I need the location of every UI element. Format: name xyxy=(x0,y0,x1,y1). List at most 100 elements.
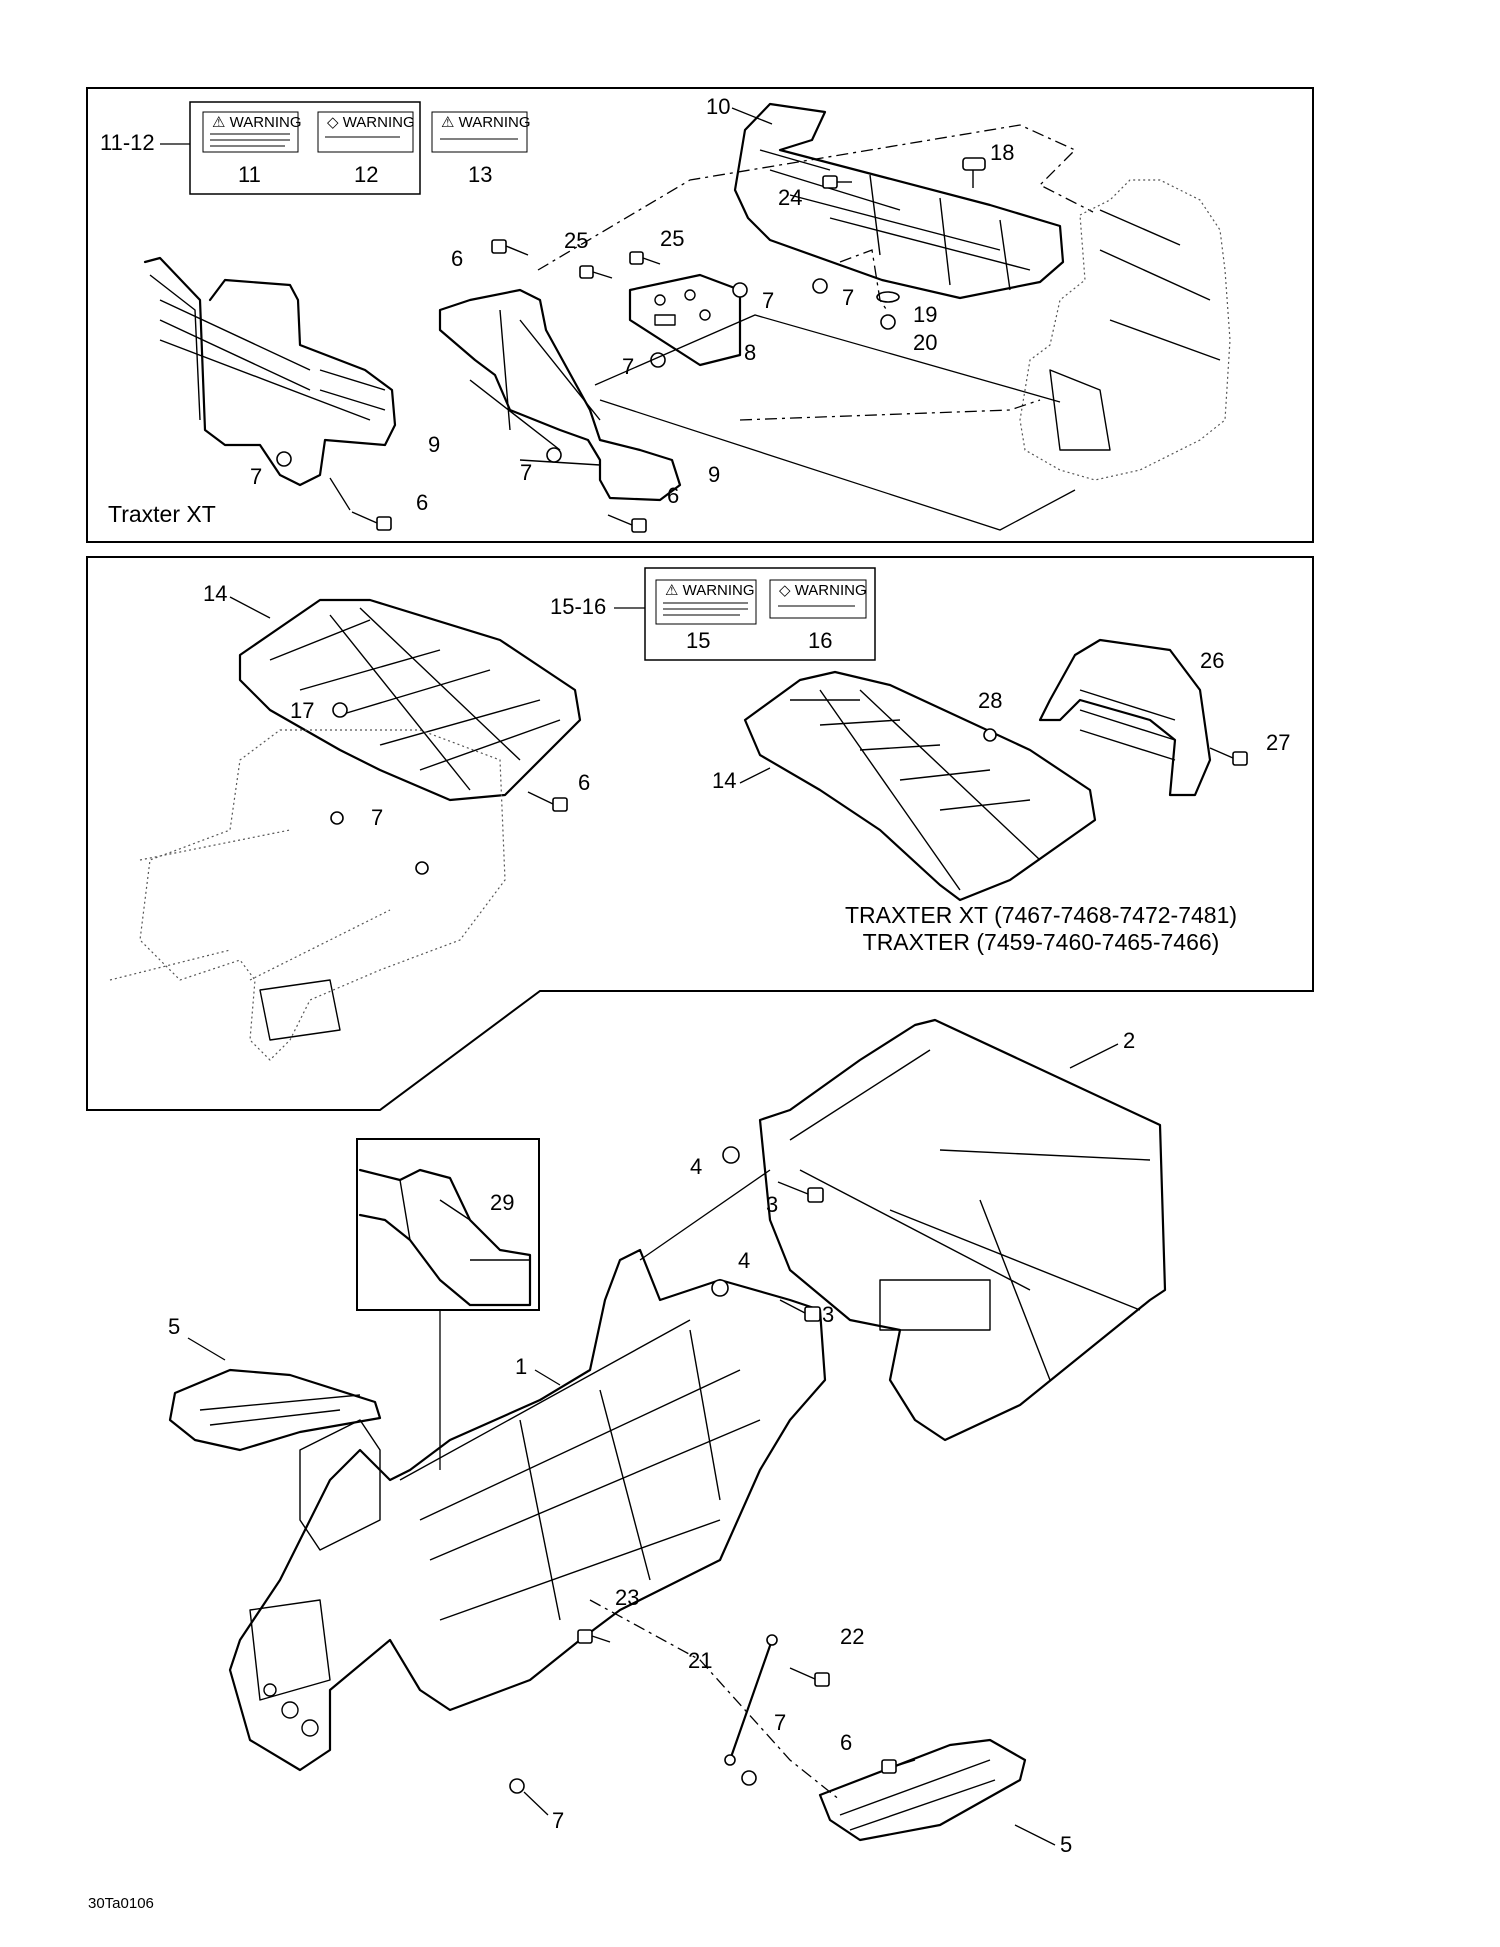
part-10-rear-rack xyxy=(733,102,1065,300)
callout-12: 12 xyxy=(354,162,378,187)
part-6-bolt-a xyxy=(351,511,392,531)
leader-1 xyxy=(534,1369,561,1386)
figure-code: 30Ta0106 xyxy=(88,1895,154,1912)
callout-5-a: 5 xyxy=(168,1314,180,1339)
part-7-nut-bot-a xyxy=(741,1770,757,1786)
callout-16: 16 xyxy=(808,628,832,653)
callout-22: 22 xyxy=(840,1624,864,1649)
part-7-nut-mid-a xyxy=(330,811,344,825)
warning-label-16: ◇ WARNING xyxy=(769,579,867,619)
middle-panel: ⚠ WARNING ◇ WARNING xyxy=(86,556,1314,1111)
part-25-bolt-a xyxy=(579,265,613,279)
part-7-nut-a xyxy=(812,278,828,294)
part-7-nut-d xyxy=(732,282,748,298)
callout-29: 29 xyxy=(490,1190,514,1215)
callout-14-b: 14 xyxy=(712,768,736,793)
top-panel: ⚠ WARNING ◇ WARNING ⚠ WARNING xyxy=(86,87,1314,543)
part-4-nut-b xyxy=(711,1279,729,1297)
callout-7-bot-b: 7 xyxy=(552,1808,564,1833)
svg-text:◇ WARNING: ◇ WARNING xyxy=(327,114,415,131)
callout-24: 24 xyxy=(778,185,802,210)
part-8-bracket xyxy=(628,273,742,367)
callout-6-top-c: 6 xyxy=(667,483,679,508)
callout-25-b: 25 xyxy=(660,226,684,251)
part-5-footrest-right xyxy=(818,1738,1027,1842)
callout-23: 23 xyxy=(615,1585,639,1610)
top-panel-frame xyxy=(86,87,1314,543)
part-9-front-bumper-left xyxy=(143,256,397,487)
callout-15: 15 xyxy=(686,628,710,653)
callout-8: 8 xyxy=(744,340,756,365)
callout-25-a: 25 xyxy=(564,228,588,253)
callout-9-a: 9 xyxy=(428,432,440,457)
part-6-bolt-b xyxy=(607,514,647,533)
callout-4-b: 4 xyxy=(738,1248,750,1273)
part-4-nut-a xyxy=(722,1146,740,1164)
inset-29 xyxy=(356,1138,540,1470)
leader-14-b xyxy=(739,767,771,784)
part-6-bolt-c xyxy=(491,239,529,256)
callout-1: 1 xyxy=(515,1354,527,1379)
callout-17: 17 xyxy=(290,698,314,723)
callout-15-16: 15-16 xyxy=(550,594,606,619)
part-21-rod xyxy=(724,1634,778,1766)
frame-front-fragment xyxy=(1019,179,1231,481)
part-3-bolt-a xyxy=(777,1181,824,1203)
leader-6-a xyxy=(329,477,351,511)
part-19-washer xyxy=(876,291,900,303)
callout-28: 28 xyxy=(978,688,1002,713)
callout-2: 2 xyxy=(1123,1028,1135,1053)
callout-3-a: 3 xyxy=(766,1192,778,1217)
leader-5-a xyxy=(187,1337,226,1361)
part-7-nut-bot-b xyxy=(509,1778,525,1794)
part-14-rack-left xyxy=(238,598,582,802)
part-17-nut xyxy=(332,702,348,718)
part-2-rear-frame xyxy=(758,1018,1167,1442)
callout-6-top-b: 6 xyxy=(416,490,428,515)
svg-text:⚠ WARNING: ⚠ WARNING xyxy=(441,114,531,131)
warning-label-11: ⚠ WARNING xyxy=(202,111,302,153)
leader-10 xyxy=(731,107,773,125)
callout-6-bot: 6 xyxy=(840,1730,852,1755)
middle-panel-frame xyxy=(86,556,1314,1111)
callout-3-b: 3 xyxy=(822,1302,834,1327)
callout-9-b: 9 xyxy=(708,462,720,487)
middle-caption-line1: TRAXTER XT (7467-7468-7472-7481) xyxy=(845,902,1237,928)
assembly-line-rear-frame xyxy=(639,1169,771,1261)
part-18-bolt xyxy=(962,157,986,188)
part-24-screw xyxy=(822,175,852,189)
bottom-assembly: 2 29 4 3 4 3 5 1 23 22 21 7 6 7 5 xyxy=(168,1018,1167,1857)
part-7-nut-mid-b xyxy=(415,861,429,875)
callout-7-top-d: 7 xyxy=(250,464,262,489)
part-14-rack-right xyxy=(743,670,1097,902)
callout-7-top-a: 7 xyxy=(842,285,854,310)
assembly-line-lower xyxy=(599,399,1076,531)
top-panel-caption: Traxter XT xyxy=(108,501,216,527)
assembly-line-rear xyxy=(537,124,1094,271)
part-25-bolt-b xyxy=(629,251,661,265)
callout-11: 11 xyxy=(238,162,261,187)
callout-27: 27 xyxy=(1266,730,1290,755)
callout-21: 21 xyxy=(688,1648,712,1673)
middle-caption-line2: TRAXTER (7459-7460-7465-7466) xyxy=(863,929,1220,955)
leader-5-b xyxy=(1014,1824,1056,1846)
callout-20: 20 xyxy=(913,330,937,355)
svg-text:⚠ WARNING: ⚠ WARNING xyxy=(212,114,302,131)
callout-5-b: 5 xyxy=(1060,1832,1072,1857)
callout-7-top-e: 7 xyxy=(520,460,532,485)
assembly-line-footrest xyxy=(589,1599,841,1801)
part-23-bolt xyxy=(577,1629,611,1644)
part-26-rear-bumper xyxy=(1038,638,1212,797)
callout-14-a: 14 xyxy=(203,581,227,606)
callout-26: 26 xyxy=(1200,648,1224,673)
part-5-footrest-left xyxy=(168,1368,382,1452)
callout-19: 19 xyxy=(913,302,937,327)
callout-7-bot-a: 7 xyxy=(774,1710,786,1735)
leader-14-a xyxy=(229,596,271,619)
callout-7-top-c: 7 xyxy=(622,354,634,379)
leader-7-bot-b xyxy=(523,1791,549,1816)
warning-label-13: ⚠ WARNING xyxy=(431,111,531,153)
callout-4-a: 4 xyxy=(690,1154,702,1179)
part-6-bolt-mid xyxy=(527,791,568,812)
